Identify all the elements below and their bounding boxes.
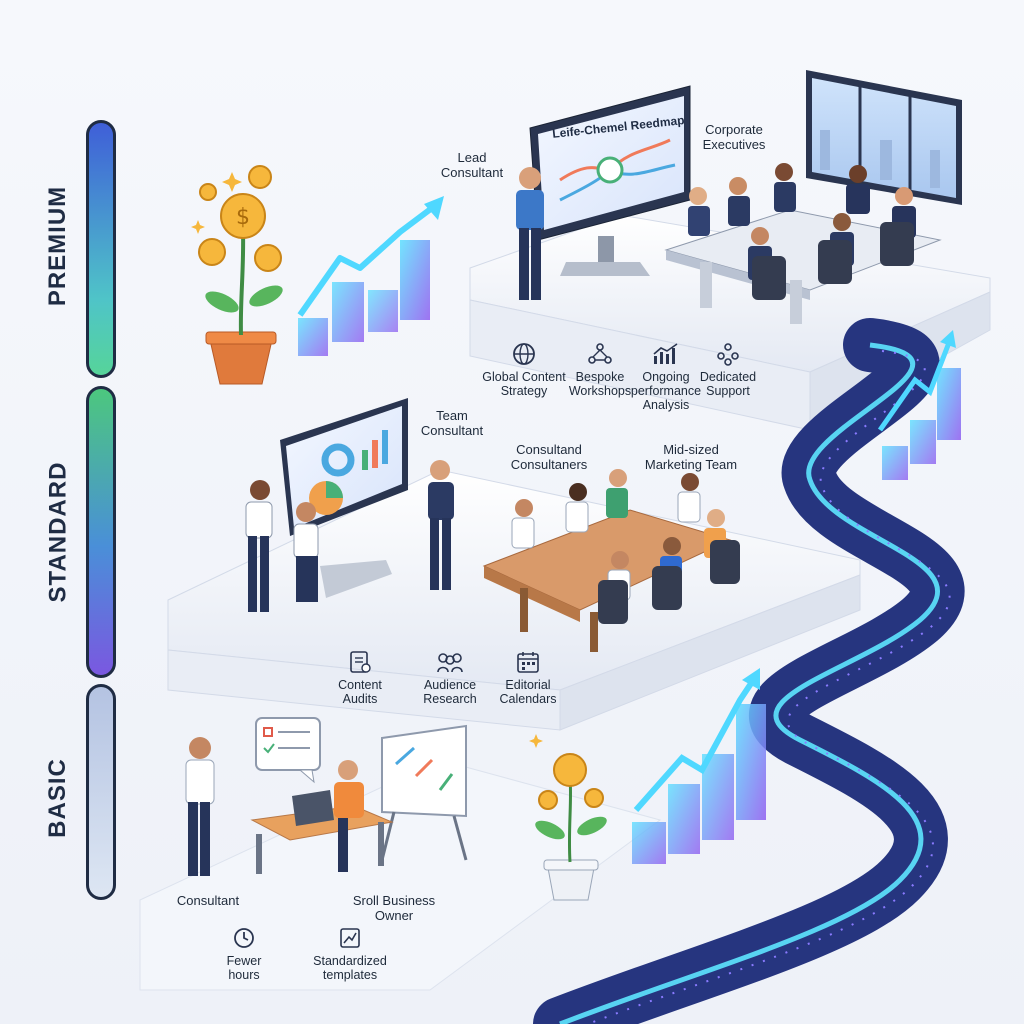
- consultand-consultaners-label: Consultand Consultaners: [510, 442, 588, 472]
- clock-icon: [234, 928, 254, 948]
- feature-standardized-templates: Standardized templates: [302, 926, 398, 982]
- lead-consultant-figure: [516, 167, 544, 300]
- basic-whiteboard: [380, 724, 468, 861]
- business-owner-figure: [334, 760, 364, 872]
- basic-tier-bar: [86, 684, 116, 900]
- feature-ongoing-performance-analysis: Ongoing performance Analysis: [618, 342, 714, 412]
- feature-content-audits: Content Audits: [312, 650, 408, 706]
- consultant-figure: [185, 737, 215, 876]
- standard-presenters: [245, 480, 319, 612]
- team-icon: [717, 343, 739, 366]
- audience-icon: [437, 653, 463, 673]
- premium-presentation-screen: [529, 85, 691, 276]
- feature-global-content-strategy: Global Content Strategy: [476, 342, 572, 398]
- consultant-label: Consultant: [176, 893, 240, 908]
- globe-icon: [513, 343, 535, 365]
- standard-presentation-screen: [280, 398, 408, 598]
- standard-people: [245, 460, 740, 624]
- small-business-owner-label: Sroll Business Owner: [352, 893, 436, 923]
- team-consultant-label: Team Consultant: [420, 408, 484, 438]
- team-consultant-figure: [428, 460, 454, 590]
- calendar-icon: [517, 652, 539, 673]
- workshop-icon: [588, 343, 612, 364]
- premium-money-plant: $: [198, 165, 283, 385]
- feature-fewer-hours: Fewer hours: [196, 926, 292, 982]
- premium-tier-bar: [86, 120, 116, 378]
- road-growth-chart-top: [877, 330, 961, 480]
- executive-chairs: [752, 222, 914, 300]
- basic-money-plant: [535, 753, 607, 901]
- basic-growth-chart: [632, 668, 766, 864]
- sparkles: [191, 172, 543, 748]
- basic-checklist-bubble: [255, 717, 321, 784]
- audit-icon: [350, 651, 371, 673]
- road: [533, 318, 965, 1024]
- svg-text:$: $: [236, 205, 250, 230]
- feature-editorial-calendars: Editorial Calendars: [480, 650, 576, 706]
- corporate-executives-label: Corporate Executives: [702, 122, 766, 152]
- standard-chairs: [598, 540, 740, 624]
- feature-audience-research: Audience Research: [402, 650, 498, 706]
- template-icon: [340, 928, 360, 948]
- chart-icon: [653, 343, 678, 364]
- feature-bespoke-workshops: Bespoke Workshops: [552, 342, 648, 398]
- mid-sized-marketing-team-label: Mid-sized Marketing Team: [644, 442, 738, 472]
- premium-people: [516, 163, 916, 300]
- premium-growth-chart: [297, 196, 444, 356]
- basic-people: [185, 737, 364, 876]
- premium-city-window: [806, 70, 962, 205]
- feature-dedicated-support: Dedicated Support: [680, 342, 776, 398]
- lead-consultant-label: Lead Consultant: [440, 150, 504, 180]
- standard-tier-bar: [86, 386, 116, 678]
